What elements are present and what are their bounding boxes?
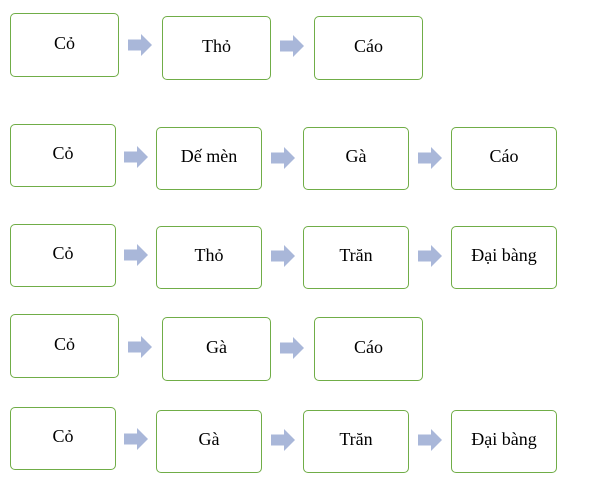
- chain-2-organism-3: Gà: [303, 127, 409, 190]
- chain-5-organism-4: Đại bàng: [451, 410, 557, 473]
- chain-5-organism-2: Gà: [156, 410, 262, 473]
- right-arrow-icon: [271, 245, 295, 267]
- chain-2-organism-1: Cỏ: [10, 124, 116, 187]
- right-arrow-icon: [124, 428, 148, 450]
- right-arrow-icon: [271, 147, 295, 169]
- chain-3-organism-4: Đại bàng: [451, 226, 557, 289]
- chain-1-organism-3: Cáo: [314, 16, 423, 80]
- right-arrow-icon: [271, 429, 295, 451]
- right-arrow-icon: [280, 35, 304, 57]
- chain-4-organism-3: Cáo: [314, 317, 423, 381]
- right-arrow-icon: [418, 429, 442, 451]
- right-arrow-icon: [128, 336, 152, 358]
- right-arrow-icon: [418, 245, 442, 267]
- chain-3-organism-2: Thỏ: [156, 226, 262, 289]
- chain-2-organism-4: Cáo: [451, 127, 557, 190]
- chain-4-organism-2: Gà: [162, 317, 271, 381]
- chain-2-organism-2: Dế mèn: [156, 127, 262, 190]
- chain-5-organism-3: Trăn: [303, 410, 409, 473]
- chain-1-organism-2: Thỏ: [162, 16, 271, 80]
- right-arrow-icon: [124, 244, 148, 266]
- chain-3-organism-3: Trăn: [303, 226, 409, 289]
- chain-4-organism-1: Cỏ: [10, 314, 119, 378]
- right-arrow-icon: [280, 337, 304, 359]
- chain-3-organism-1: Cỏ: [10, 224, 116, 287]
- chain-5-organism-1: Cỏ: [10, 407, 116, 470]
- right-arrow-icon: [418, 147, 442, 169]
- right-arrow-icon: [128, 34, 152, 56]
- chain-1-organism-1: Cỏ: [10, 13, 119, 77]
- right-arrow-icon: [124, 146, 148, 168]
